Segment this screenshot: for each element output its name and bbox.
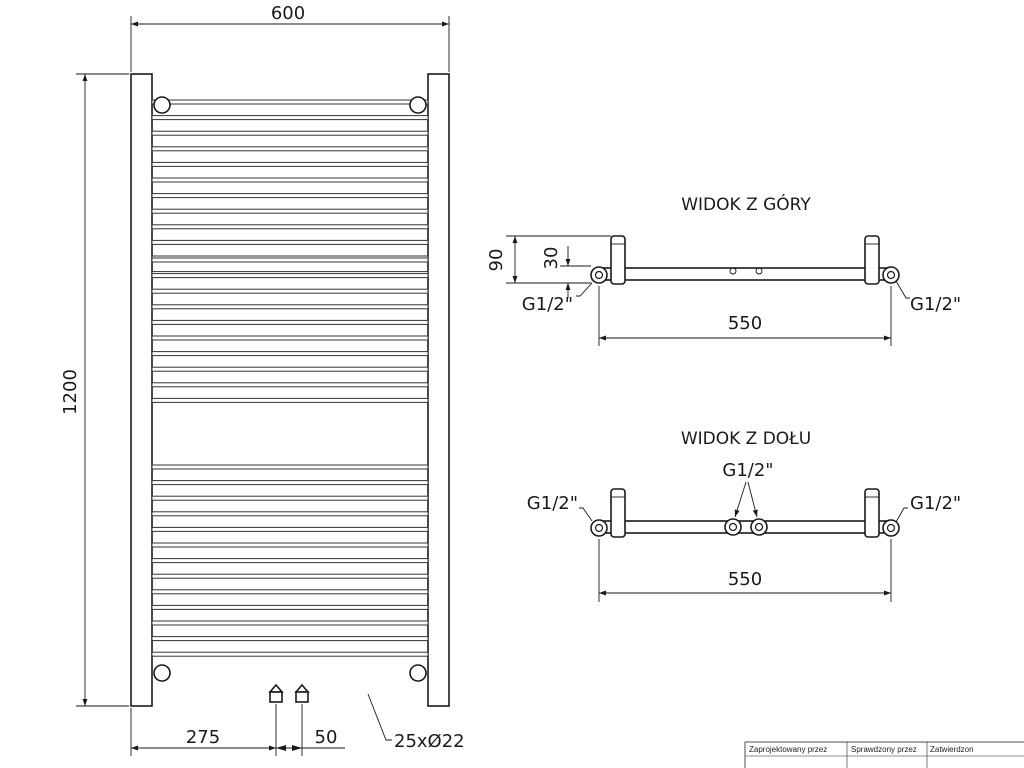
front-view: 600 1200 275 50 25xØ22	[60, 3, 465, 756]
right-column	[427, 73, 450, 707]
heating-bar	[151, 382, 429, 388]
spacing-label: 50	[315, 727, 338, 748]
heating-bar	[151, 464, 429, 470]
heating-bar	[151, 351, 429, 357]
mount-bracket-top-right	[409, 96, 427, 114]
top-conn-left-leader	[576, 282, 593, 297]
left-column	[130, 73, 153, 707]
depth-label: 90	[486, 249, 507, 272]
bottom-view-bracket-left	[610, 488, 626, 538]
left-offset-label: 275	[186, 727, 220, 748]
tubes-leader	[367, 693, 392, 741]
heating-bar	[151, 589, 429, 595]
heating-bar	[151, 335, 429, 341]
top-conn-left-label: G1/2"	[522, 294, 573, 315]
bottom-conn-right-leader	[895, 507, 908, 523]
heating-bar	[151, 304, 429, 310]
top-view-bracket-left	[610, 235, 626, 285]
tubes-label: 25xØ22	[394, 731, 465, 752]
heating-bar	[151, 115, 429, 121]
heating-bar	[151, 480, 429, 486]
height-label: 1200	[60, 369, 81, 415]
heating-bar	[151, 193, 429, 199]
bottom-conn-center-label: G1/2"	[722, 460, 773, 481]
mount-bracket-bottom-left	[153, 664, 171, 682]
heating-bar	[151, 161, 429, 167]
bottom-view-end-left	[590, 519, 608, 537]
heating-bar	[151, 558, 429, 564]
width-label: 600	[271, 3, 305, 24]
top-view: WIDOK Z GÓRY 90 30 G1/2" G1/2" 550	[486, 193, 961, 346]
heating-bar	[151, 273, 429, 279]
heating-bar	[151, 573, 429, 579]
bottom-view-bracket-right	[864, 488, 880, 538]
heating-bar	[151, 526, 429, 532]
bottom-conn-left-label: G1/2"	[527, 493, 578, 514]
approved-by-label: Zatwierdzon	[930, 745, 974, 754]
top-view-end-right	[882, 266, 900, 284]
heating-bar	[151, 99, 429, 105]
bottom-view-title: WIDOK Z DOŁU	[681, 429, 811, 449]
heating-bar	[151, 636, 429, 642]
heating-bar	[151, 224, 429, 230]
bottom-connector-right	[294, 683, 310, 703]
title-block: Zaprojektowany przez Sprawdzony przez Za…	[744, 741, 1024, 768]
bottom-view-end-right	[882, 519, 900, 537]
heating-bar	[151, 366, 429, 372]
heating-bar	[151, 239, 429, 245]
heating-bar	[151, 208, 429, 214]
heating-bar	[151, 319, 429, 325]
heating-bar	[151, 177, 429, 183]
heating-bar	[151, 397, 429, 403]
top-view-title: WIDOK Z GÓRY	[681, 193, 811, 215]
top-view-rail	[598, 267, 892, 281]
top-conn-right-leader	[895, 280, 910, 299]
heating-bar	[151, 542, 429, 548]
bottom-conn-right-label: G1/2"	[910, 493, 961, 514]
bottom-center-connector-left	[724, 518, 742, 536]
bottom-span-label: 550	[728, 569, 762, 590]
checked-by-label: Sprawdzony przez	[851, 745, 917, 754]
mount-bracket-bottom-right	[409, 664, 427, 682]
heating-bar	[151, 288, 429, 294]
bottom-conn-left-leader	[579, 507, 593, 522]
offset-label: 30	[541, 247, 562, 270]
heating-bar	[151, 511, 429, 517]
mount-bracket-top-left	[153, 96, 171, 114]
top-span-label: 550	[728, 313, 762, 334]
heating-bar	[151, 257, 429, 263]
heating-bars	[151, 99, 429, 657]
heating-bar	[151, 146, 429, 152]
top-view-bracket-right	[864, 235, 880, 285]
bottom-center-leader-left	[734, 481, 747, 518]
heating-bar	[151, 495, 429, 501]
heating-bar	[151, 604, 429, 610]
top-view-end-left	[590, 266, 608, 284]
heating-bar	[151, 130, 429, 136]
heating-bar	[151, 651, 429, 657]
bottom-connector-left	[268, 683, 284, 703]
designed-by-label: Zaprojektowany przez	[749, 745, 827, 754]
bottom-center-leader-right	[747, 481, 758, 518]
bottom-view-rail	[598, 520, 892, 534]
top-conn-right-label: G1/2"	[910, 294, 961, 315]
bottom-view: WIDOK Z DOŁU G1/2" G1/2" G1/2" 550	[527, 429, 961, 602]
bottom-center-connector-right	[750, 518, 768, 536]
heating-bar	[151, 620, 429, 626]
